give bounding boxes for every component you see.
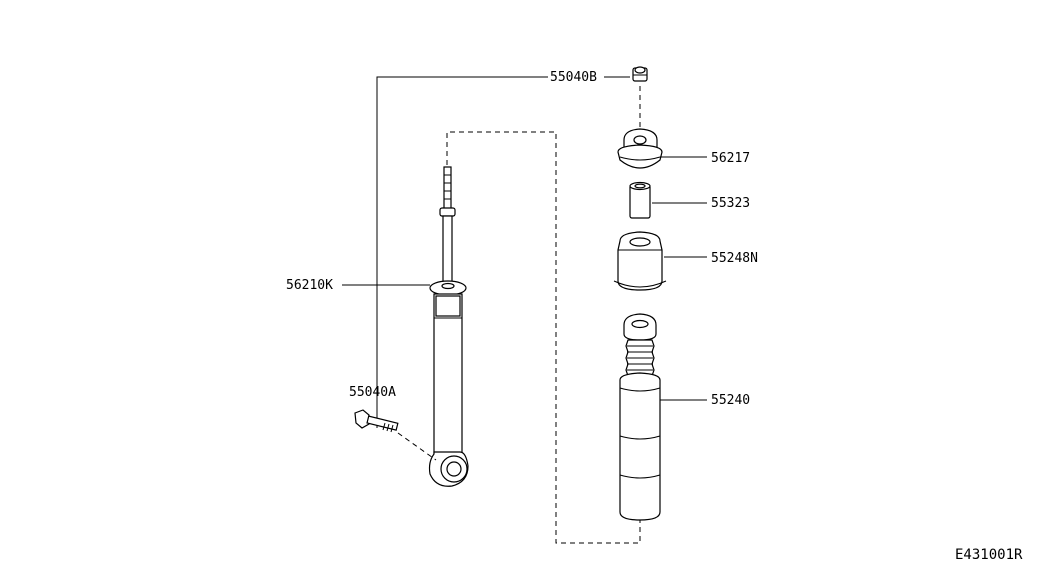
reference-code: E431001R [955, 547, 1023, 563]
bolt-dash-line [397, 432, 437, 461]
nut-55040b [632, 66, 648, 82]
collar-55323 [629, 181, 651, 219]
mount-insulator-56217 [617, 128, 663, 169]
label-55323: 55323 [711, 196, 750, 211]
label-55240: 55240 [711, 393, 750, 408]
label-55040b: 55040B [550, 70, 597, 85]
bolt-55040a [354, 409, 399, 433]
assembly-dash-line [446, 131, 641, 544]
bound-bumper-55240 [619, 313, 661, 521]
label-56210k: 56210K [286, 278, 333, 293]
bumper-cover-55248n [613, 231, 667, 291]
leader-55040b [376, 76, 548, 428]
label-55040a: 55040A [349, 385, 396, 400]
label-56217: 56217 [711, 151, 750, 166]
shock-absorber-56210k [428, 166, 469, 487]
label-55248n: 55248N [711, 251, 758, 266]
